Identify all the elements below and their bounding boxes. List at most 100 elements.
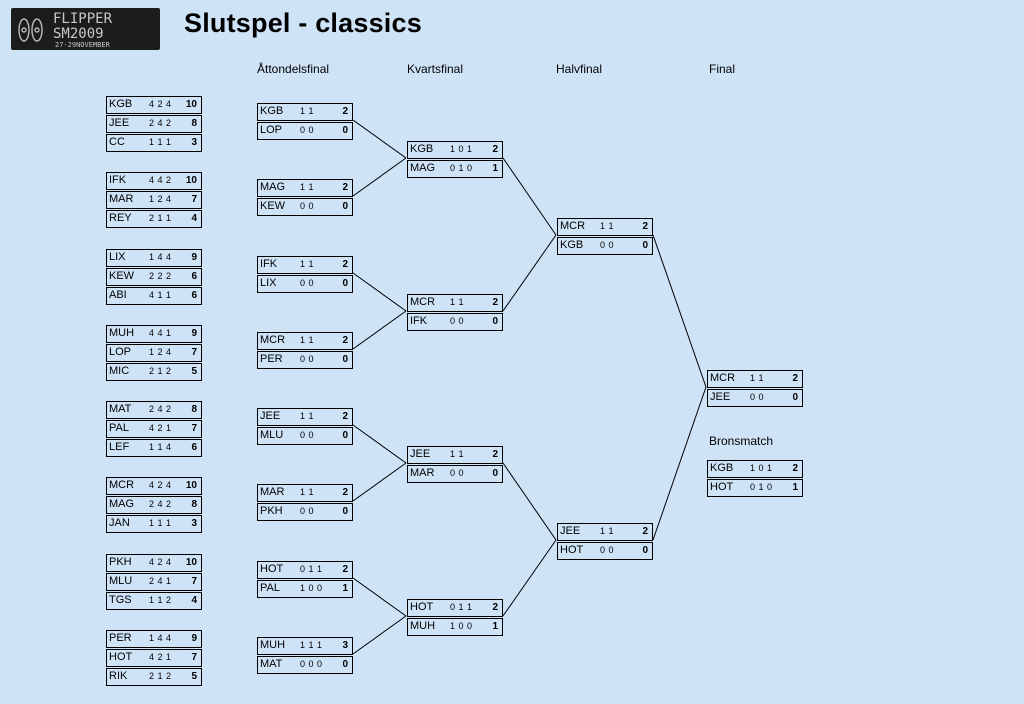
total-score: 7 [191,576,197,587]
total-score: 9 [191,252,197,263]
game-scores: 1 1 [300,487,315,497]
game-scores: 2 4 1 [149,576,172,586]
team-name: KGB [560,239,584,251]
total-score: 7 [191,652,197,663]
total-score: 3 [191,137,197,148]
game-scores: 1 2 4 [149,347,172,357]
game-scores: 1 1 [750,373,765,383]
total-score: 8 [191,499,197,510]
total-score: 0 [342,201,348,212]
total-score: 2 [342,335,348,346]
team-name: KEW [260,200,286,212]
bracket-connector [352,577,407,617]
team-name: JAN [109,517,130,529]
game-scores: 0 1 1 [450,602,473,612]
team-name: MLU [109,575,133,587]
team-name: IFK [410,315,428,327]
game-scores: 4 2 4 [149,99,172,109]
game-scores: 0 0 [450,468,465,478]
game-scores: 4 4 2 [149,175,172,185]
total-score: 10 [185,175,197,186]
game-scores: 0 0 0 [300,659,323,669]
game-scores: 0 0 [750,392,765,402]
total-score: 2 [642,526,648,537]
total-score: 0 [492,468,498,479]
total-score: 2 [792,373,798,384]
team-name: MCR [560,220,586,232]
total-score: 5 [191,671,197,682]
bronze-match-label: Bronsmatch [709,434,774,448]
bracket-connector [352,157,407,197]
total-score: 7 [191,194,197,205]
team-name: HOT [260,563,284,575]
game-scores: 0 0 [300,430,315,440]
game-scores: 2 1 1 [149,213,172,223]
team-name: MCR [410,296,436,308]
game-scores: 1 4 4 [149,252,172,262]
total-score: 6 [191,271,197,282]
total-score: 0 [642,545,648,556]
team-name: PAL [260,582,280,594]
game-scores: 0 0 [300,506,315,516]
bracket-connector [352,424,407,464]
total-score: 5 [191,366,197,377]
game-scores: 1 1 1 [149,518,172,528]
team-name: JEE [109,117,130,129]
total-score: 4 [191,213,197,224]
team-name: MAR [410,467,435,479]
team-name: MIC [109,365,130,377]
team-row: MAR 1 1 2 [257,484,353,502]
total-score: 0 [792,392,798,403]
total-score: 4 [191,595,197,606]
team-row: MAR 0 0 0 [407,465,503,483]
team-name: MUH [260,639,286,651]
bracket-connector [652,386,707,541]
total-score: 2 [642,221,648,232]
team-name: PKH [109,556,132,568]
total-score: 0 [642,240,648,251]
total-score: 1 [342,583,348,594]
total-score: 2 [342,411,348,422]
total-score: 9 [191,633,197,644]
total-score: 0 [342,278,348,289]
game-scores: 1 1 1 [300,640,323,650]
team-name: PKH [260,505,283,517]
bracket-connector [502,462,557,541]
team-name: PER [109,632,132,644]
team-name: KGB [410,143,434,155]
team-name: MAR [260,486,285,498]
team-name: JEE [710,391,731,403]
total-score: 2 [342,487,348,498]
bracket-connector [352,310,407,350]
team-name: MAT [109,403,132,415]
game-scores: 1 1 [450,297,465,307]
bracket-connector [652,234,707,388]
game-scores: 1 1 2 [149,595,172,605]
